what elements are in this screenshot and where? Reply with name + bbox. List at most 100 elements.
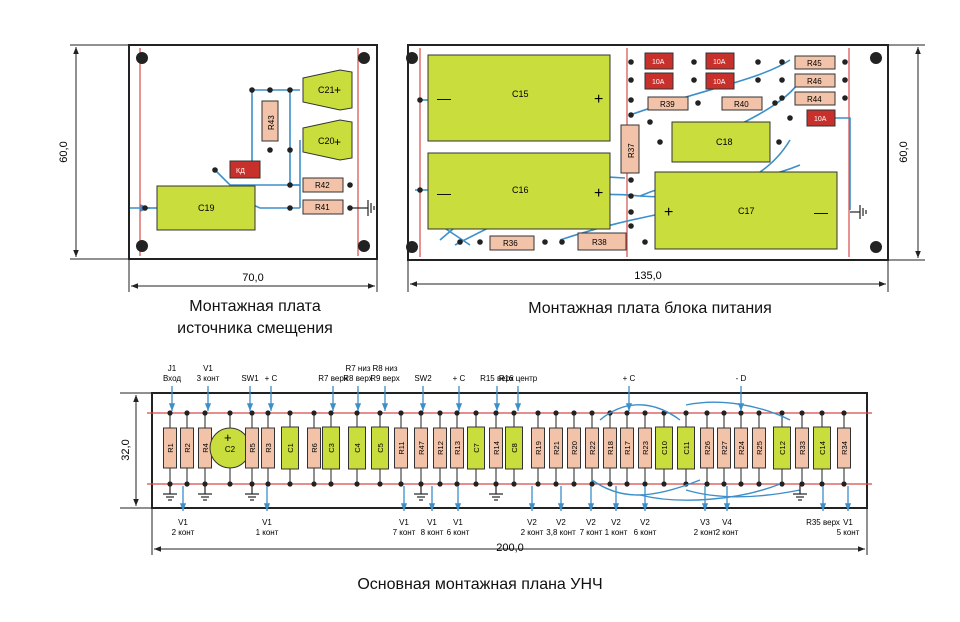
solder-pad: [418, 410, 424, 416]
component-label: R2: [183, 443, 192, 453]
solder-pad: [535, 410, 541, 416]
component-body: [549, 427, 563, 469]
component-body: [322, 426, 340, 470]
bottom-connection-label: V17 конт: [393, 486, 416, 537]
amp-component-c2: +C2: [209, 410, 251, 487]
top-connection-label: R16 центр: [499, 374, 538, 411]
r43-resistor: [261, 100, 279, 142]
solder-pad: [328, 481, 334, 487]
diode-1-label: 10А: [652, 59, 665, 66]
component-body: [245, 427, 259, 469]
c18-capacitor: [671, 121, 771, 163]
component-label: R25: [755, 441, 764, 455]
component-label: C8: [510, 443, 519, 453]
solder-pad: [642, 481, 648, 487]
c20-plus: +: [334, 135, 341, 149]
solder-pad: [311, 481, 317, 487]
bias-height-dim: 60,0: [58, 141, 70, 162]
component-label: R17: [623, 441, 632, 455]
bottom-label-text: 5 конт: [837, 528, 860, 537]
component-label: R4: [201, 443, 210, 453]
c21-plus: +: [334, 83, 341, 97]
component-body: [467, 426, 485, 470]
mount-hole: [358, 240, 370, 252]
component-label: C11: [682, 441, 691, 454]
amp-component-r1: R1: [163, 410, 177, 487]
amp-height-dim: 32,0: [120, 439, 132, 460]
top-connection-label: + C: [453, 374, 466, 411]
ground-icon: [414, 484, 428, 501]
top-connection-label: V13 конт: [197, 364, 220, 411]
solder-pad: [799, 410, 805, 416]
bottom-label-text: 2 конт: [521, 528, 544, 537]
r41-resistor: [302, 199, 344, 215]
bottom-label-text: 2 конт: [694, 528, 717, 537]
top-label-text: Вход: [163, 374, 181, 383]
bottom-label-text: 2 конт: [172, 528, 195, 537]
bottom-connection-label: V12 конт: [172, 486, 195, 537]
amp-component-c10: C10: [655, 410, 673, 487]
solder-pad: [454, 481, 460, 487]
amp-component-r14: R14: [489, 410, 503, 487]
bottom-label-text: V3: [700, 518, 710, 527]
r42-resistor: [302, 177, 344, 193]
component-body: [638, 427, 652, 469]
solder-pad: [738, 410, 744, 416]
component-label: R1: [166, 443, 175, 453]
component-label: C10: [660, 441, 669, 455]
bottom-connection-label: V42 конт: [716, 486, 739, 537]
amp-component-r11: R11: [394, 410, 408, 487]
diode-3-label: 10А: [652, 79, 665, 86]
solder-pad: [683, 410, 689, 416]
top-label-text: SW1: [241, 374, 259, 383]
bias-board-caption: Монтажная плата источника смещения: [135, 296, 375, 340]
ground-icon: [198, 484, 212, 501]
solder-pad: [377, 481, 383, 487]
c20-capacitor: [302, 119, 353, 161]
solder-pad: [553, 410, 559, 416]
bottom-label-text: 6 конт: [447, 528, 470, 537]
amp-component-r22: R22: [585, 410, 599, 487]
r39-label: R39: [660, 100, 675, 109]
psu-height-dim: 60,0: [898, 141, 910, 162]
r46-label: R46: [807, 77, 822, 86]
c16-minus: —: [437, 185, 451, 201]
component-body: [505, 426, 523, 470]
c15-minus: —: [437, 90, 451, 106]
amp-component-r23: R23: [638, 410, 652, 487]
solder-pad: [756, 410, 762, 416]
amp-component-r33: R33: [795, 410, 809, 487]
amp-component-r27: R27: [717, 410, 731, 487]
mount-hole: [870, 241, 882, 253]
r38-label: R38: [592, 238, 607, 247]
solder-pad: [589, 410, 595, 416]
amp-component-c1: C1: [281, 410, 299, 487]
bottom-label-text: V1: [262, 518, 272, 527]
top-connection-label: R15 верх: [480, 374, 514, 411]
c17-plus: +: [664, 204, 673, 221]
solder-pad: [328, 410, 334, 416]
bias-width-dim: 70,0: [242, 272, 263, 284]
component-body: [795, 427, 809, 469]
solder-pad: [624, 410, 630, 416]
r40-label: R40: [734, 100, 749, 109]
ground-icon: [163, 484, 177, 501]
amp-component-r26: R26: [700, 410, 714, 487]
solder-pad: [642, 410, 648, 416]
component-body: [163, 427, 177, 469]
top-label-text: SW2: [414, 374, 432, 383]
component-label: R23: [641, 441, 650, 455]
bottom-label-text: V2: [640, 518, 650, 527]
component-body: [620, 427, 634, 469]
amp-dimensions: [120, 392, 868, 555]
amp-component-r20: R20: [567, 410, 581, 487]
mount-hole: [406, 241, 418, 253]
top-label-text: R9 верх: [370, 374, 399, 383]
solder-pad: [535, 481, 541, 487]
solder-pad: [287, 410, 293, 416]
component-label: C1: [286, 443, 295, 453]
r41-label: R41: [315, 203, 330, 212]
